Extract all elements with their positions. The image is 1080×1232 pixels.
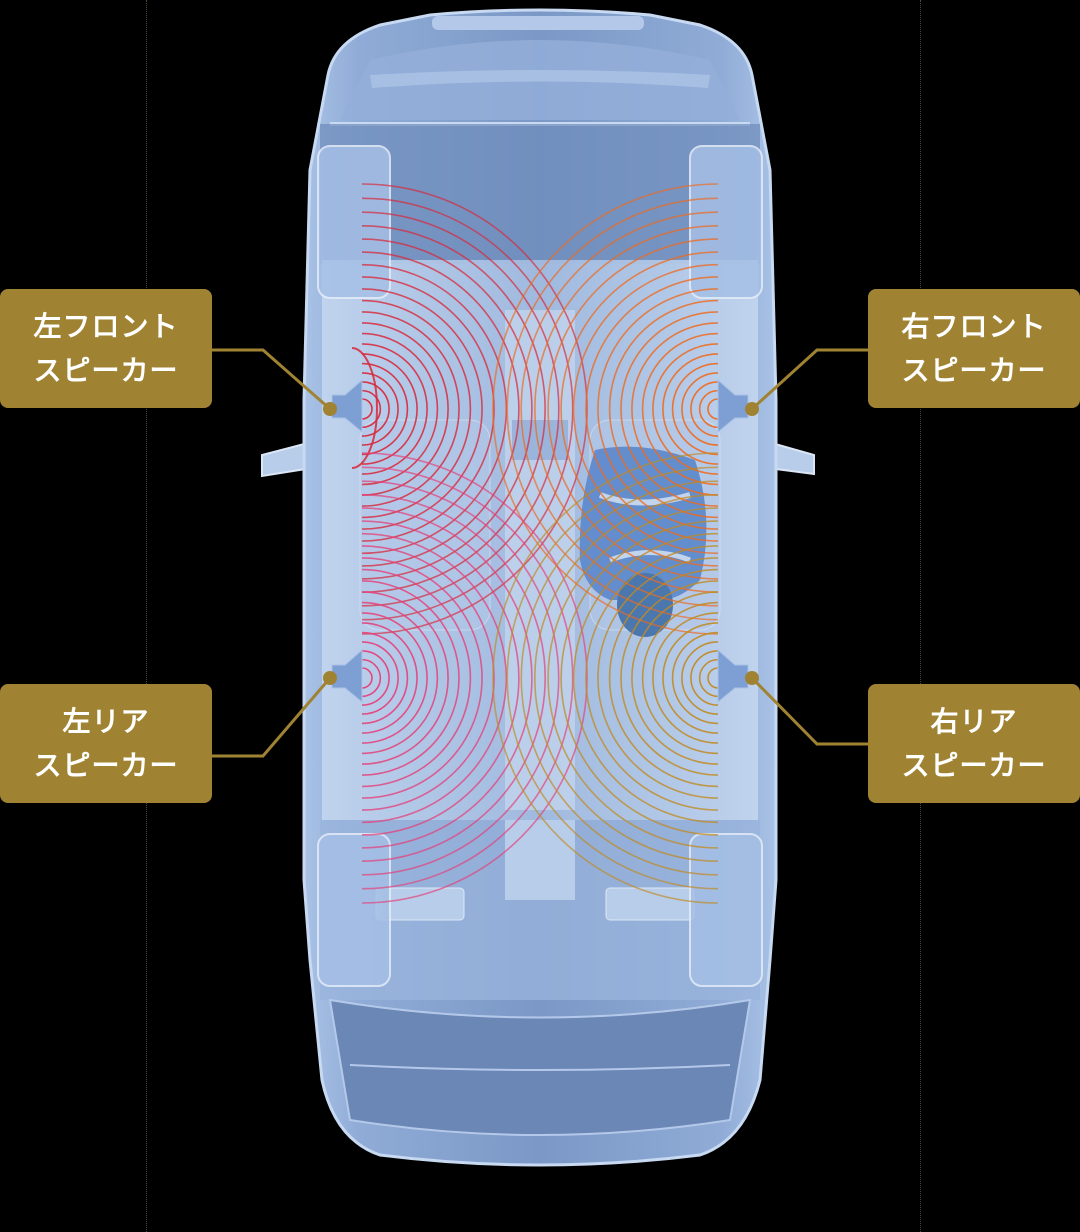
guide-line-left	[146, 0, 147, 1232]
leader-rear-left	[212, 677, 332, 758]
speaker-cone-rear-right	[717, 648, 749, 704]
wheel-front-left	[317, 145, 391, 299]
sound-waves-rear-left	[361, 452, 588, 904]
speaker-dot-rear-right	[745, 671, 759, 685]
label-front-right-speaker: 右フロント スピーカー	[868, 289, 1080, 408]
label-line1: 左リア	[62, 704, 150, 738]
leader-rear-right	[750, 676, 868, 746]
label-line2: スピーカー	[33, 748, 179, 782]
label-front-left-speaker: 左フロント スピーカー	[0, 289, 212, 408]
label-rear-left-speaker: 左リア スピーカー	[0, 684, 212, 803]
wheel-front-right	[689, 145, 763, 299]
label-line1: 右フロント	[901, 309, 1047, 343]
speaker-cone-rear-left	[331, 648, 363, 704]
label-line1: 左フロント	[33, 309, 179, 343]
speaker-dot-front-right	[745, 402, 759, 416]
label-line1: 右リア	[930, 704, 1018, 738]
wheel-rear-left	[317, 833, 391, 987]
sound-waves-front-right	[492, 183, 719, 635]
speaker-dot-rear-left	[323, 671, 337, 685]
driver-figure	[579, 446, 707, 637]
label-line2: スピーカー	[901, 748, 1047, 782]
label-rear-right-speaker: 右リア スピーカー	[868, 684, 1080, 803]
speaker-cone-front-left	[331, 378, 363, 434]
sound-waves-rear-right	[492, 452, 719, 904]
guide-line-right	[920, 0, 921, 1232]
leader-front-left	[212, 348, 331, 411]
wheel-rear-right	[689, 833, 763, 987]
leader-front-right	[750, 348, 868, 411]
speaker-cone-front-right	[717, 378, 749, 434]
label-line2: スピーカー	[33, 353, 179, 387]
label-line2: スピーカー	[901, 353, 1047, 387]
speaker-dot-front-left	[323, 402, 337, 416]
